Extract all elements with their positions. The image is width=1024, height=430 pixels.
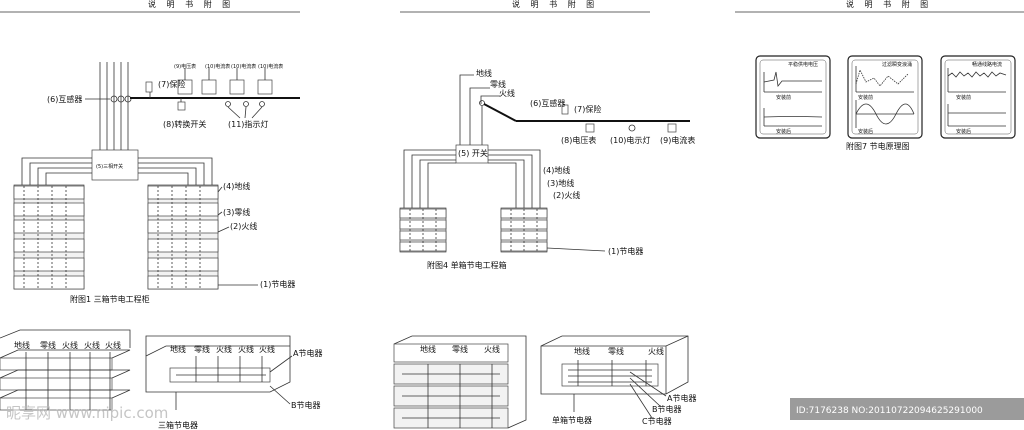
b4-neutral: 零线 xyxy=(608,346,624,356)
p1-ammeter-b-label: (10)电流表 xyxy=(231,63,256,70)
b1-live-1: 火线 xyxy=(62,340,78,350)
p2-live-top-label: 火线 xyxy=(499,88,515,98)
b1-live-2: 火线 xyxy=(84,340,100,350)
p3-card2-title: 过滤瞬变浪涌 xyxy=(882,61,912,68)
p2-live-label: (2)火线 xyxy=(553,190,580,200)
bottom4-drawing xyxy=(540,335,689,419)
b3-ground: 地线 xyxy=(420,344,436,354)
b4-a-saver: A节电器 xyxy=(667,393,696,403)
panel1-diagram xyxy=(13,62,300,290)
b2-ground: 地线 xyxy=(170,344,186,354)
panel1-left-stack xyxy=(13,184,85,290)
p1-transfer-switch-label: (8)转换开关 xyxy=(163,119,206,129)
p1-ammeter-a-label: (10)电流表 xyxy=(205,63,230,70)
p3-card1-after: 安装后 xyxy=(776,128,791,135)
p3-card1-before: 安装前 xyxy=(776,94,791,101)
p1-fuse-label: (7)保险 xyxy=(158,79,185,89)
p3-card3-after: 安装后 xyxy=(956,128,971,135)
p1-indicator-label: (11)指示灯 xyxy=(228,119,268,129)
p1-transformer-label: (6)互感器 xyxy=(47,94,82,104)
p2-voltmeter-label: (8)电压表 xyxy=(561,135,596,145)
p1-ground-label: (4)地线 xyxy=(223,181,250,191)
b4-b-saver: B节电器 xyxy=(652,404,682,414)
watermark-bar xyxy=(790,398,1024,420)
b2-live-3: 火线 xyxy=(259,344,275,354)
header-title-2: 说 明 书 附 图 xyxy=(512,0,598,9)
b2-live-1: 火线 xyxy=(216,344,232,354)
p2-neutral-label: (3)地线 xyxy=(547,178,574,188)
p3-caption: 附图7 节电原理图 xyxy=(846,141,910,151)
p1-neutral-label: (3)零线 xyxy=(223,207,250,217)
watermark-id: ID:7176238 NO:20110722094625291000 xyxy=(796,406,983,416)
b1-ground: 地线 xyxy=(14,340,30,350)
p3-card2-before: 安装前 xyxy=(858,94,873,101)
bottom3-drawing xyxy=(393,335,527,429)
p2-ammeter-label: (9)电流表 xyxy=(660,135,695,145)
b1-live-3: 火线 xyxy=(105,340,121,350)
p3-card2-after: 安装后 xyxy=(858,128,873,135)
b2-caption: 三箱节电器 xyxy=(158,420,198,430)
b3-neutral: 零线 xyxy=(452,344,468,354)
b4-ground: 地线 xyxy=(574,346,590,356)
b2-a-saver: A节电器 xyxy=(293,348,322,358)
panel2-diagram xyxy=(399,74,690,253)
b2-b-saver: B节电器 xyxy=(291,400,321,410)
p3-card3-title: 畅通线路电流 xyxy=(972,61,1002,68)
panel3-card3 xyxy=(940,55,1016,139)
b4-live: 火线 xyxy=(648,346,664,356)
bottom2-drawing xyxy=(145,335,293,410)
p2-neutral-top-label: 零线 xyxy=(490,79,506,89)
b4-caption: 单箱节电器 xyxy=(552,415,592,425)
p2-transformer-label: (6)互感器 xyxy=(530,98,565,108)
panel1-right-stack xyxy=(147,184,219,290)
panel3-card1 xyxy=(755,55,831,139)
p3-card3-before: 安装前 xyxy=(956,94,971,101)
b4-c-saver: C节电器 xyxy=(642,416,672,426)
bottom1-drawing xyxy=(0,329,131,411)
p1-main-switch-label: (5)三相开关 xyxy=(96,163,123,170)
p1-live-label: (2)火线 xyxy=(230,221,257,231)
p2-saver-label: (1)节电器 xyxy=(608,246,643,256)
b2-neutral: 零线 xyxy=(194,344,210,354)
header-title-3: 说 明 书 附 图 xyxy=(846,0,932,9)
p2-ground-top-label: 地线 xyxy=(476,68,492,78)
watermark-logo: 昵享网 www.nipic.com xyxy=(6,404,168,422)
p2-switch-label: (5) 开关 xyxy=(458,148,488,158)
b2-live-2: 火线 xyxy=(238,344,254,354)
p2-fuse-label: (7)保险 xyxy=(574,104,601,114)
panel3-card2 xyxy=(847,55,923,139)
p2-ground-label: (4)地线 xyxy=(543,165,570,175)
header-title-1: 说 明 书 附 图 xyxy=(148,0,234,9)
p1-ammeter-c-label: (10)电流表 xyxy=(258,63,283,70)
p1-voltmeter-label: (9)电压表 xyxy=(174,63,196,70)
p2-caption: 附图4 单箱节电工程箱 xyxy=(427,260,507,270)
p1-saver-label: (1)节电器 xyxy=(260,279,295,289)
p3-card1-title: 平稳供电电压 xyxy=(788,61,818,68)
p2-indicator-label: (10)电示灯 xyxy=(610,135,650,145)
b1-neutral: 零线 xyxy=(40,340,56,350)
b3-live: 火线 xyxy=(484,344,500,354)
p1-caption: 附图1 三箱节电工程柜 xyxy=(70,294,150,304)
